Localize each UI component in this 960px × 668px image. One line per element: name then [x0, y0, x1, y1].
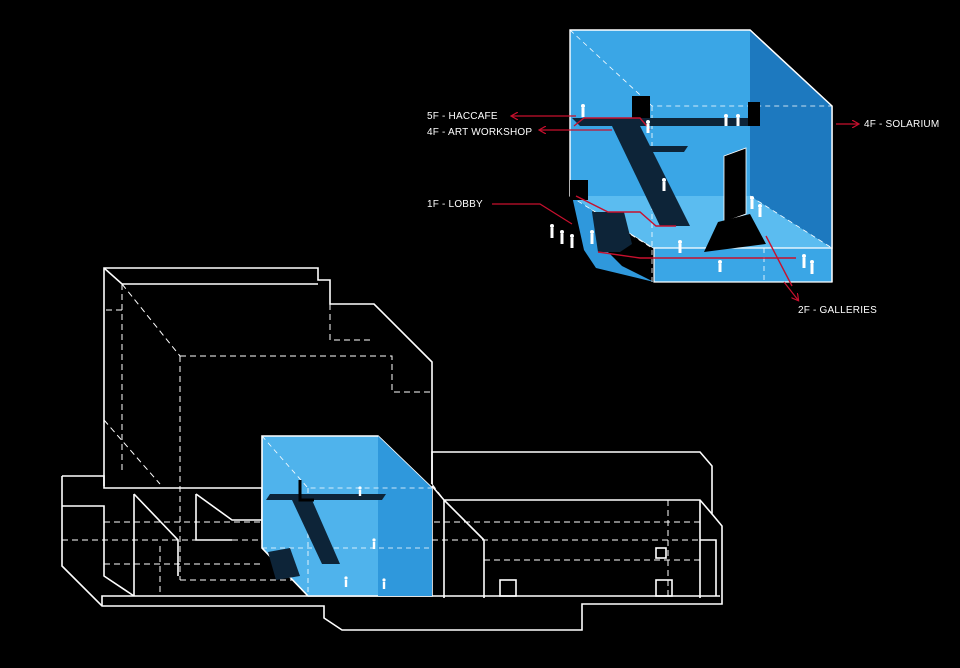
tower-dash [329, 304, 374, 341]
arrow-galleries [783, 281, 798, 300]
person-figure [758, 204, 762, 217]
person-figure [802, 254, 806, 268]
tower-dash [121, 283, 181, 357]
atrium-entrance [268, 548, 300, 580]
lobby-box [570, 180, 588, 200]
label-4f-solarium: 4F - SOLARIUM [864, 119, 939, 130]
person-figure [724, 114, 728, 126]
building-mass [61, 267, 723, 631]
art-workshop-landing [636, 146, 688, 152]
person-figure [810, 260, 814, 274]
tower-dash [180, 355, 432, 393]
cutaway-dash [749, 195, 833, 249]
door-opening [499, 579, 517, 597]
low-block-edge [700, 539, 717, 596]
person-figure [646, 120, 650, 133]
door-opening [655, 547, 667, 559]
cutaway-floor [570, 196, 832, 248]
person-figure [560, 230, 564, 244]
low-block-edge [431, 485, 713, 515]
label-1f-lobby: 1F - LOBBY [427, 199, 483, 210]
person-figure [372, 538, 376, 549]
low-block-edge [62, 505, 135, 597]
sculpture-base [704, 214, 766, 252]
solarium-box [748, 102, 760, 126]
person-figure [581, 104, 585, 117]
upper-bridge [572, 118, 756, 126]
arrow-lobby [492, 203, 573, 225]
atrium-side-face [378, 436, 432, 596]
column-sculpture [723, 147, 747, 223]
person-figure [550, 224, 554, 238]
cutaway-left-base [572, 196, 654, 282]
low-block-outline [62, 475, 263, 540]
person-figure [358, 486, 362, 496]
tower-dash [103, 419, 161, 485]
tower-roof-edge [103, 267, 318, 285]
low-block-edge [443, 499, 485, 598]
label-2f-galleries: 2F - GALLERIES [798, 305, 877, 316]
person-figure [344, 576, 348, 587]
person-figure [570, 234, 574, 248]
atrium-small [261, 435, 433, 597]
atrium-bridge [266, 494, 386, 500]
people-figures [344, 104, 814, 589]
person-figure [750, 196, 754, 209]
person-figure [590, 230, 594, 244]
low-block-edge [195, 493, 262, 521]
atrium-stair [292, 500, 340, 564]
flow-path [573, 117, 651, 131]
person-figure [678, 240, 682, 253]
flow-path [765, 235, 793, 287]
lobby-entrance [592, 212, 632, 252]
flow-path [575, 195, 676, 227]
cutaway-right-face [750, 30, 832, 248]
person-figure [736, 114, 740, 126]
haccafe-box [632, 96, 650, 118]
atrium-cutaway [569, 29, 833, 287]
low-dash [431, 483, 445, 501]
low-block-outline [61, 451, 723, 631]
tower-outline [103, 267, 433, 486]
label-4f-art-workshop: 4F - ART WORKSHOP [427, 127, 532, 138]
person-figure [718, 260, 722, 272]
main-stair [612, 126, 690, 226]
atrium-column [298, 480, 314, 502]
flow-path [597, 251, 796, 259]
leader-arrows [492, 116, 858, 300]
person-figure [662, 178, 666, 191]
person-figure [382, 578, 386, 589]
door-opening [655, 579, 673, 597]
label-5f-haccafe: 5F - HACCAFE [427, 111, 498, 122]
